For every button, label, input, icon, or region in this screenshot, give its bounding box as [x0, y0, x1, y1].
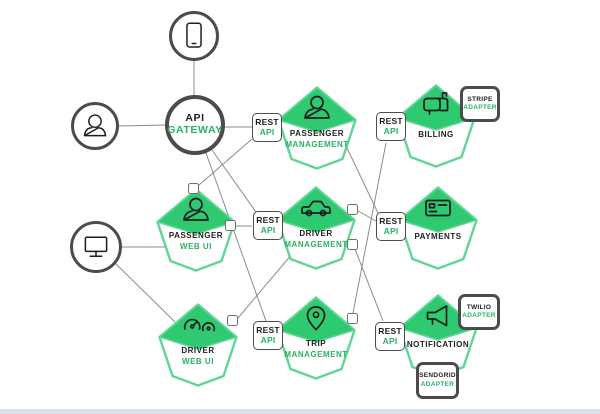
adapter-sublabel: ADAPTER: [463, 104, 497, 111]
hexagon-shape: [276, 296, 356, 380]
user-icon: [83, 114, 107, 137]
hexagon-shape: [398, 294, 478, 378]
sendgrid-adapter: SENDGRID ADAPTER: [416, 362, 459, 399]
client-browser-circle: [70, 221, 122, 273]
rest-label: REST: [378, 325, 402, 336]
twilio-adapter: TWILIO ADAPTER: [458, 294, 500, 330]
adapter-label: TWILIO: [466, 303, 492, 311]
adapter-label: SENDGRID: [419, 372, 456, 380]
hexagon-shape: [277, 86, 357, 170]
service-passenger-management: PASSENGER MANAGEMENT: [277, 86, 357, 170]
adapter-sublabel: ADAPTER: [420, 380, 455, 388]
rest-api-box-trip: REST API: [253, 321, 283, 350]
location-pin-icon: [306, 306, 326, 331]
port-driver-management-upper: [347, 204, 358, 215]
person-icon: [183, 197, 209, 221]
client-user-circle: [71, 102, 119, 150]
hexagon-shape: [158, 303, 238, 387]
hexagon-shape: [398, 186, 478, 270]
api-gateway-node: API GATEWAY: [165, 95, 225, 155]
desktop-icon: [84, 236, 108, 258]
port-passenger-webui-right: [225, 220, 236, 231]
service-driver-management: DRIVER MANAGEMENT: [276, 186, 356, 270]
rest-label: REST: [255, 116, 279, 127]
person-icon: [304, 95, 330, 119]
api-label: API: [260, 334, 276, 345]
smartphone-icon: [186, 22, 202, 48]
rest-api-box-notification: REST API: [375, 322, 405, 351]
client-mobile-circle: [169, 11, 219, 61]
service-payments: PAYMENTS: [398, 186, 478, 270]
api-label: API: [383, 125, 399, 136]
megaphone-icon: [426, 305, 448, 327]
port-trip-management-right: [347, 313, 358, 324]
gateway-sublabel: GATEWAY: [167, 124, 223, 136]
service-trip-management: TRIP MANAGEMENT: [276, 296, 356, 380]
rest-api-box-payments: REST API: [376, 212, 406, 241]
gateway-label: API: [185, 112, 205, 125]
port-driver-webui-right: [227, 315, 238, 326]
api-label: API: [383, 225, 399, 236]
hexagon-shape: [156, 188, 236, 272]
rest-label: REST: [379, 115, 403, 126]
page-bottom-edge: [0, 409, 600, 414]
rest-label: REST: [256, 214, 280, 225]
gauges-icon: [183, 318, 216, 332]
api-label: API: [259, 126, 275, 137]
port-passenger-webui-top: [188, 183, 199, 194]
hexagon-shape: [396, 84, 476, 168]
mailbox-icon: [423, 92, 449, 115]
rest-label: REST: [379, 215, 403, 226]
credit-card-icon: [425, 199, 451, 217]
adapter-sublabel: ADAPTER: [462, 312, 496, 319]
rest-api-box-passenger: REST API: [252, 113, 282, 142]
rest-label: REST: [256, 324, 280, 335]
port-driver-management-lower: [347, 239, 358, 250]
service-driver-web-ui: DRIVER WEB UI: [158, 303, 238, 387]
stripe-adapter: STRIPE ADAPTER: [460, 86, 500, 122]
hexagon-shape: [276, 186, 356, 270]
api-label: API: [260, 224, 276, 235]
api-label: API: [382, 335, 398, 346]
rest-api-box-billing: REST API: [376, 112, 406, 141]
car-icon: [301, 200, 331, 217]
adapter-label: STRIPE: [467, 95, 493, 103]
rest-api-box-driver: REST API: [253, 211, 283, 240]
service-passenger-web-ui: PASSENGER WEB UI: [156, 188, 236, 272]
